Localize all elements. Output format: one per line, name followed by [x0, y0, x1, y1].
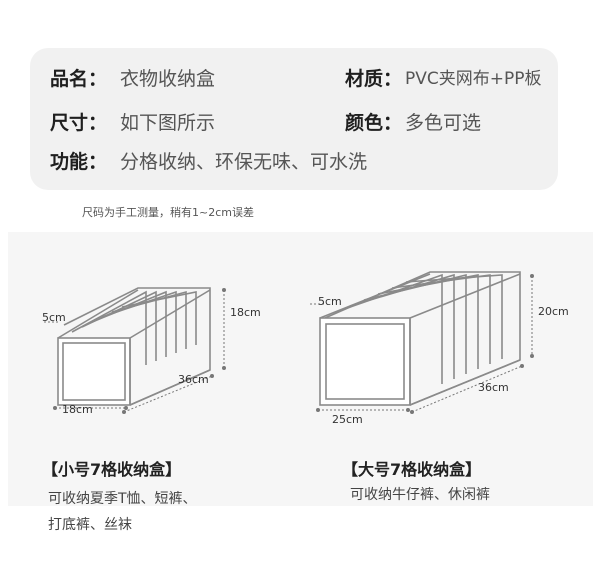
small-box-title: 【小号7格收纳盒】: [42, 460, 182, 479]
large-width-label: 25cm: [332, 413, 363, 426]
color-value: 多色可选: [405, 112, 482, 134]
large-length-label: 36cm: [478, 381, 509, 394]
large-box-title: 【大号7格收纳盒】: [342, 460, 482, 479]
small-height-label: 18cm: [230, 306, 261, 319]
large-divider-label: 5cm: [318, 295, 342, 308]
small-box-desc: 可收纳夏季T恤、短裤、 打底裤、丝袜: [48, 486, 278, 538]
small-divider-label: 5cm: [42, 311, 66, 324]
small-box-desc-line2: 打底裤、丝袜: [48, 517, 132, 533]
small-width-label: 18cm: [62, 403, 93, 416]
small-length-label: 36cm: [178, 373, 209, 386]
size-label: 尺寸：: [50, 112, 108, 134]
spec-card: [30, 48, 558, 190]
material-value: PVC夹网布+PP板: [405, 69, 542, 89]
large-box-desc-line1: 可收纳牛仔裤、休闲裤: [350, 487, 490, 503]
function-label: 功能：: [50, 151, 108, 173]
measurement-note: 尺码为手工测量，稍有1~2cm误差: [82, 206, 254, 219]
large-box-desc: 可收纳牛仔裤、休闲裤: [350, 482, 580, 508]
material-label: 材质：: [345, 68, 403, 90]
large-box-illustration: [319, 271, 521, 406]
large-height-label: 20cm: [538, 305, 569, 318]
size-value: 如下图所示: [120, 112, 216, 134]
name-value: 衣物收纳盒: [120, 68, 216, 90]
small-box-desc-line1: 可收纳夏季T恤、短裤、: [48, 491, 197, 507]
name-label: 品名：: [50, 68, 108, 90]
function-value: 分格收纳、环保无味、可水洗: [120, 151, 368, 173]
color-label: 颜色：: [345, 112, 403, 134]
small-box-illustration: [57, 287, 211, 406]
